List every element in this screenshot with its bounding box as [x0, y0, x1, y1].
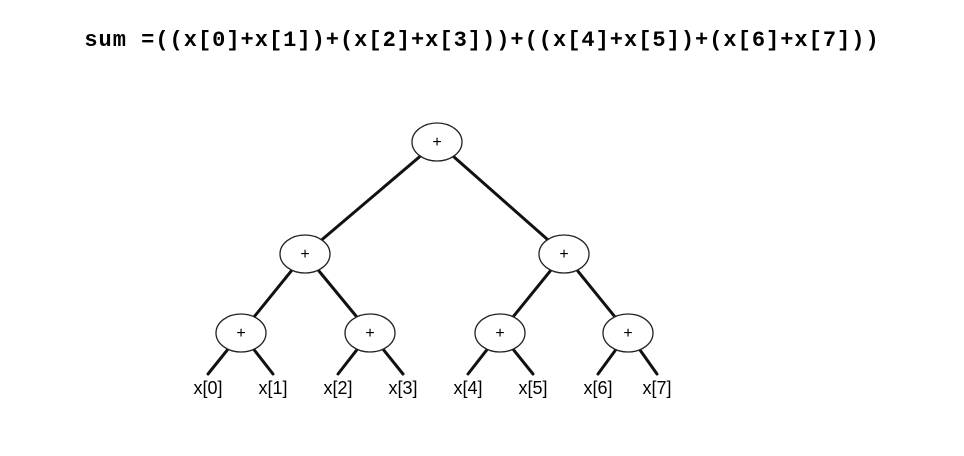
plus-node-circle: [344, 313, 396, 353]
leaf-label-7: x[7]: [642, 378, 671, 398]
leaf-edge-5: [511, 347, 535, 376]
leaf-label-5: x[5]: [518, 378, 547, 398]
tree-nodes: + + + + + + +: [215, 122, 654, 353]
leaf-label-0: x[0]: [193, 378, 222, 398]
plus-node-l2-2: +: [474, 313, 526, 353]
plus-node-l1-0: +: [279, 234, 331, 274]
plus-node-label: +: [495, 325, 504, 342]
plus-node-circle: [279, 234, 331, 274]
leaf-label-2: x[2]: [323, 378, 352, 398]
plus-node-label: +: [623, 325, 632, 342]
plus-node-circle: [411, 122, 463, 162]
plus-node-l1-1: +: [538, 234, 590, 274]
leaf-label-6: x[6]: [583, 378, 612, 398]
sum-formula: sum =((x[0]+x[1])+(x[2]+x[3]))+((x[4]+x[…: [84, 28, 880, 53]
plus-node-circle: [538, 234, 590, 274]
leaf-edge-6: [596, 348, 618, 376]
tree-edge-l1-1-0: [511, 268, 553, 319]
leaf-label-3: x[3]: [388, 378, 417, 398]
tree-edge-l0-0-0: [320, 154, 422, 242]
tree-edge-l1-0-1: [316, 268, 359, 319]
tree-leaves: x[0] x[1] x[2] x[3] x[4] x[5] x[6] x[7]: [193, 378, 671, 398]
leaf-edge-2: [336, 347, 359, 376]
leaf-label-4: x[4]: [453, 378, 482, 398]
tree-edge-l1-0-0: [252, 268, 294, 319]
tree-edge-l1-1-1: [575, 268, 617, 319]
plus-node-label: +: [300, 246, 309, 263]
plus-node-l2-1: +: [344, 313, 396, 353]
plus-node-circle: [215, 313, 267, 353]
plus-node-label: +: [559, 246, 568, 263]
plus-node-circle: [474, 313, 526, 353]
leaf-label-1: x[1]: [258, 378, 287, 398]
tree-edge-l0-0-1: [451, 154, 550, 242]
leaf-edge-4: [466, 347, 489, 376]
leaf-edge-3: [381, 347, 405, 376]
plus-node-label: +: [432, 134, 441, 151]
plus-node-label: +: [365, 325, 374, 342]
tree-edges: [206, 154, 659, 376]
leaf-edge-1: [252, 347, 275, 376]
plus-node-l2-0: +: [215, 313, 267, 353]
plus-node-l0-0: +: [411, 122, 463, 162]
plus-node-l2-3: +: [602, 313, 654, 353]
plus-node-label: +: [236, 325, 245, 342]
leaf-edge-0: [206, 347, 230, 376]
plus-node-circle: [602, 313, 654, 353]
leaf-edge-7: [638, 348, 659, 376]
